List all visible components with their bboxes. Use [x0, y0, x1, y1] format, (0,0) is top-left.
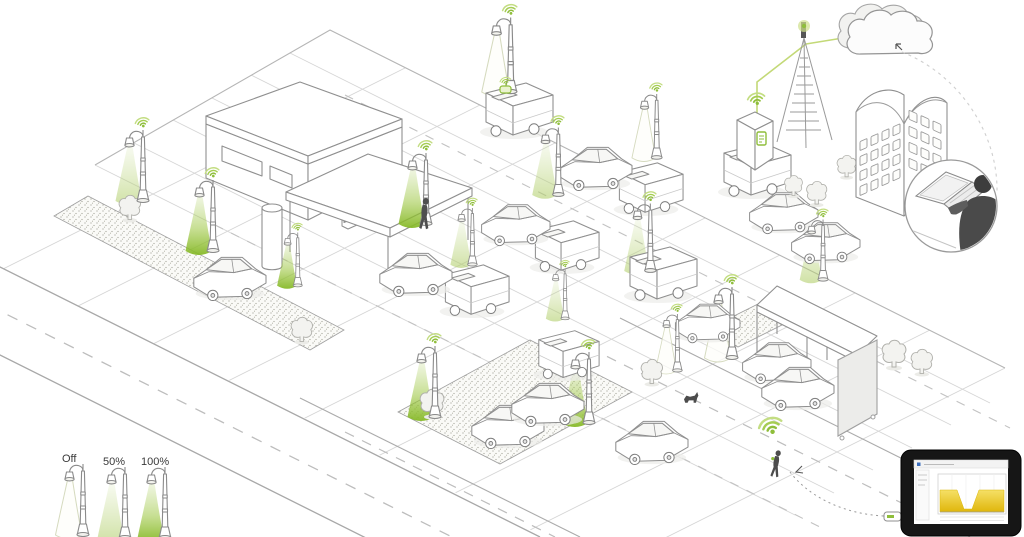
technician-to-tablet-link [789, 471, 885, 517]
cloud-to-operator-link [901, 51, 998, 193]
tree [806, 180, 828, 208]
legend-label-off: Off [62, 453, 77, 465]
arrow-cursor-icon [794, 465, 804, 474]
legend-label-50: 50% [103, 456, 125, 468]
operator-vignette [904, 159, 998, 253]
wifi-signal-icon [416, 138, 435, 153]
cloud [837, 3, 934, 55]
legend-label-100: 100% [141, 456, 169, 468]
control-cabinet [736, 111, 774, 171]
van [623, 246, 698, 304]
van-telematics-device [499, 85, 512, 94]
legend-item-off: Off [55, 453, 90, 537]
dimming-profile-chart [939, 489, 1005, 513]
store-window [221, 145, 263, 177]
field-technician [770, 450, 781, 478]
car [559, 146, 633, 192]
operator-head [974, 175, 992, 193]
car [379, 252, 453, 298]
dog [684, 392, 699, 403]
wifi-signal-icon [745, 90, 767, 108]
legend-item-50: 50% [97, 456, 132, 537]
car [481, 204, 551, 247]
lot-boundary [94, 29, 1006, 369]
backhaul-links [756, 36, 850, 120]
legend-cone-half [97, 483, 124, 537]
wifi-signal-icon [722, 272, 741, 287]
app-icon [917, 462, 921, 466]
gateway-module [756, 131, 767, 146]
arrow-cursor-icon [895, 43, 903, 51]
main-road [0, 266, 541, 537]
lamp-light-cones [115, 33, 823, 427]
pedestrian [419, 198, 429, 230]
tablet-screen [913, 459, 1009, 524]
tower-to-cabinet-link [756, 43, 807, 120]
wifi-signal-icon [648, 80, 665, 94]
tree [881, 339, 907, 371]
wifi-signal-icon [425, 331, 444, 346]
cell-tower [776, 20, 833, 149]
car [749, 192, 819, 235]
wifi-signal-icon [755, 413, 786, 439]
legend: Off 50% 100% [55, 453, 172, 537]
cross-road [299, 397, 581, 537]
legend-item-100: 100% [137, 456, 172, 537]
tablet [789, 449, 1022, 537]
building-windows-left [859, 123, 901, 196]
shelter-panel [837, 339, 878, 441]
wifi-signal-icon [500, 2, 520, 18]
car [615, 420, 689, 466]
store-window [269, 165, 293, 189]
dashboard-table [940, 516, 1004, 521]
dashboard-sidebar [915, 469, 930, 521]
air-tower [261, 203, 283, 271]
legend-cone-off [55, 479, 83, 537]
tree [836, 154, 857, 181]
legend-cone-full [137, 483, 164, 537]
handheld-device [771, 457, 775, 461]
street-lamps [124, 16, 829, 426]
wifi-signal-icon [133, 115, 152, 130]
people [419, 198, 804, 478]
